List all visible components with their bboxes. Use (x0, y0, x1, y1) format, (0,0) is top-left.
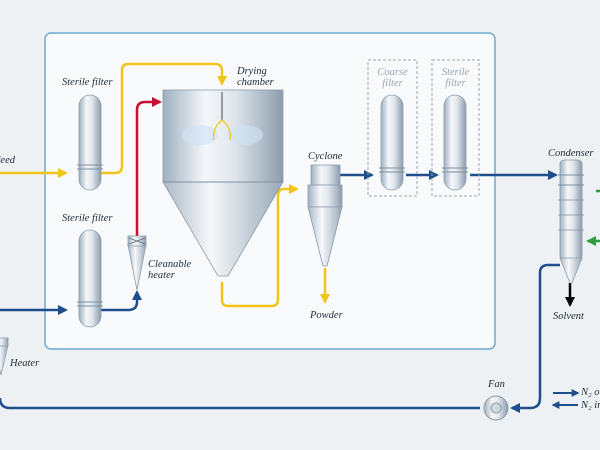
drying-chamber-label-2: chamber (237, 77, 274, 88)
coarse-filter (367, 59, 418, 197)
n2-out-label: N₂ o (581, 387, 600, 398)
drying-chamber-label-1: Drying (237, 66, 267, 77)
sterile-filter-bottom (77, 229, 103, 328)
cyclone (307, 164, 343, 267)
n2-in-label: N₂ in (581, 400, 600, 411)
condenser-label: Condenser (548, 148, 594, 159)
cleanable-heater-label-1: Cleanable (148, 259, 192, 270)
sterile-filter-dashed-label-1: Sterile (441, 67, 470, 78)
condenser (558, 159, 584, 284)
cleanable-heater-label-2: heater (148, 270, 175, 281)
heater-label: Heater (10, 358, 40, 369)
sterile-filter-bottom-label: Sterile filter (62, 213, 113, 224)
sterile-filter-top (77, 94, 103, 191)
feed-label: Feed (0, 155, 15, 166)
coarse-filter-label-2: filter (382, 78, 403, 89)
heater (0, 337, 9, 376)
fan-label: Fan (488, 379, 505, 390)
cleanable-heater (127, 235, 147, 291)
hot-gas-line (135, 97, 162, 236)
sterile-filter-dashed-label-2: filter (445, 78, 466, 89)
coarse-filter-label-1: Coarse (377, 67, 408, 78)
chamber-to-cyclone-line (220, 184, 299, 308)
solvent-label: Solvent (553, 311, 584, 322)
feed-to-chamber-line (101, 62, 227, 175)
powder-label: Powder (310, 310, 343, 321)
condenser-to-fan-line (510, 263, 560, 413)
fan-icon (483, 395, 509, 421)
cyclone-label: Cyclone (308, 151, 343, 162)
sterile-filter-top-label: Sterile filter (62, 77, 113, 88)
sterile-filter-dashed (431, 59, 480, 197)
filter-to-heater-line (101, 290, 142, 312)
drying-chamber (162, 89, 284, 277)
fan-return-line (0, 397, 480, 410)
